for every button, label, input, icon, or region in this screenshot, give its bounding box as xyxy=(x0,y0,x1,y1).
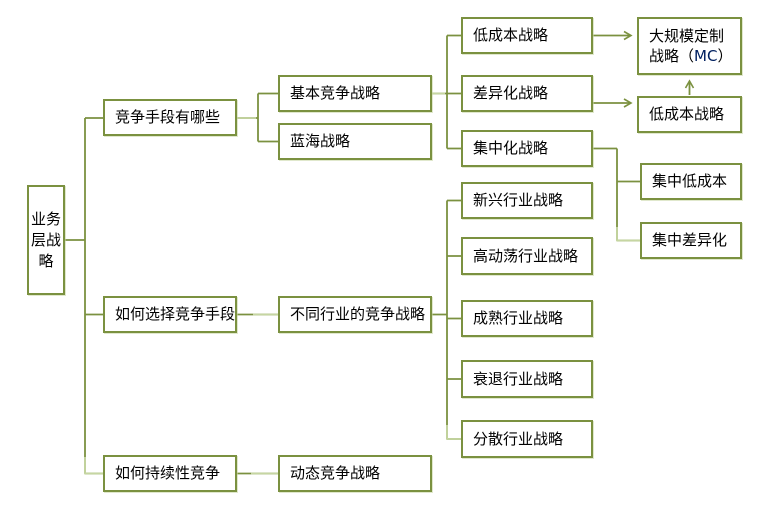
node-mass-customization-strategy[interactable]: 大规模定制战略（MC） xyxy=(637,17,742,75)
node-focus-strategy[interactable]: 集中化战略 xyxy=(461,130,593,167)
node-how-to-choose-means[interactable]: 如何选择竞争手段 xyxy=(103,296,237,333)
node-focused-low-cost[interactable]: 集中低成本 xyxy=(640,163,742,200)
node-low-cost-strategy[interactable]: 低成本战略 xyxy=(461,17,593,54)
node-business-level-strategy[interactable]: 业务层战略 xyxy=(27,185,65,295)
node-fragmented-industry-strategy[interactable]: 分散行业战略 xyxy=(461,420,593,458)
node-basic-competitive-strategy[interactable]: 基本竞争战略 xyxy=(278,75,432,112)
node-dynamic-competitive-strategy[interactable]: 动态竞争战略 xyxy=(278,455,432,492)
connector-industry-children xyxy=(432,199,461,440)
node-low-cost-strategy-secondary[interactable]: 低成本战略 xyxy=(637,96,742,133)
connector-root-trunk xyxy=(65,117,103,475)
node-emerging-industry-strategy[interactable]: 新兴行业战略 xyxy=(461,182,593,219)
node-differentiation-strategy[interactable]: 差异化战略 xyxy=(461,75,593,112)
light-connector-segments xyxy=(84,92,640,475)
connector-focus-children xyxy=(593,147,640,242)
node-mature-industry-strategy[interactable]: 成熟行业战略 xyxy=(461,300,593,337)
mc-abbreviation: MC xyxy=(694,47,718,65)
node-how-to-sustain-competition[interactable]: 如何持续性竞争 xyxy=(103,455,237,492)
node-turbulent-industry-strategy[interactable]: 高动荡行业战略 xyxy=(461,237,593,275)
node-industry-competitive-strategies[interactable]: 不同行业的竞争战略 xyxy=(278,296,432,333)
node-focused-differentiation[interactable]: 集中差异化 xyxy=(640,222,742,259)
connector-basic-children xyxy=(432,34,461,150)
arrow-connectors xyxy=(593,30,695,108)
mass-customization-label: 大规模定制战略（MC） xyxy=(649,26,733,65)
node-blue-ocean-strategy[interactable]: 蓝海战略 xyxy=(278,123,432,160)
node-declining-industry-strategy[interactable]: 衰退行业战略 xyxy=(461,360,593,398)
node-what-competitive-means[interactable]: 竞争手段有哪些 xyxy=(103,99,237,136)
